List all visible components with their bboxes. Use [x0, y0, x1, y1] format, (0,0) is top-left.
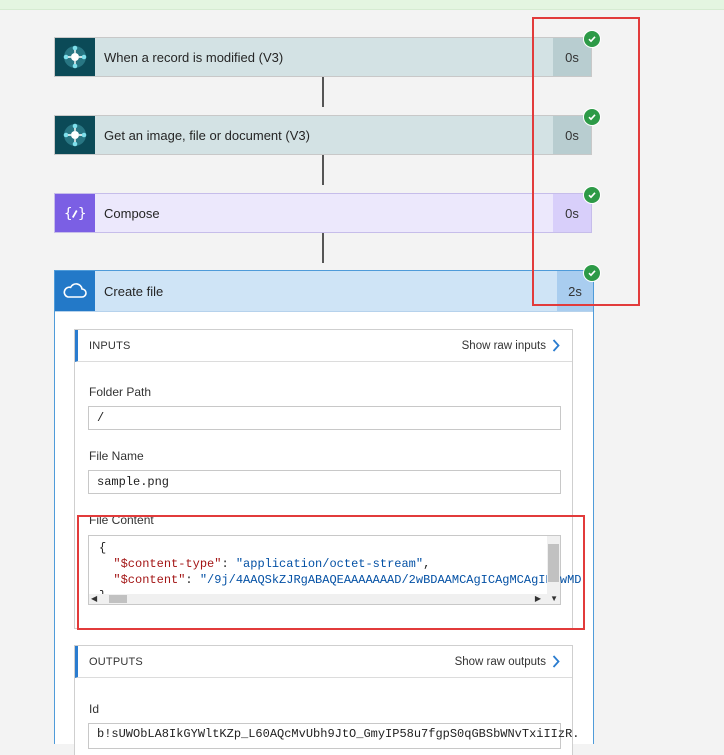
id-value: b!sUWObLA8IkGYWltKZp_L60AQcMvUbh9JtO_Gmy…: [97, 727, 580, 741]
show-raw-outputs-link[interactable]: Show raw outputs: [455, 655, 560, 668]
scroll-down-icon[interactable]: ▼: [550, 594, 558, 603]
dataverse-icon: [55, 116, 95, 154]
file-content-code: { "$content-type": "application/octet-st…: [99, 540, 582, 604]
step-compose[interactable]: { } Compose 0s: [54, 193, 592, 233]
flow-arrow-icon: [316, 77, 330, 114]
id-field[interactable]: b!sUWObLA8IkGYWltKZp_L60AQcMvUbh9JtO_Gmy…: [88, 723, 579, 749]
step-duration: 0s: [553, 116, 591, 154]
file-name-label: File Name: [89, 449, 144, 463]
chevron-right-icon: [552, 339, 560, 352]
step-title: Compose: [104, 205, 160, 221]
step-when-record-modified[interactable]: When a record is modified (V3) 0s: [54, 37, 592, 77]
flow-arrow-icon: [316, 233, 330, 270]
success-check-icon: [583, 264, 601, 282]
code-comma: ,: [423, 557, 431, 571]
folder-path-field[interactable]: /: [88, 406, 561, 430]
svg-text:}: }: [78, 206, 86, 222]
show-raw-outputs-label: Show raw outputs: [454, 655, 546, 668]
step-get-image-file[interactable]: Get an image, file or document (V3) 0s: [54, 115, 592, 155]
inputs-header: INPUTS Show raw inputs: [75, 330, 572, 362]
step-title: When a record is modified (V3): [104, 49, 284, 65]
horizontal-scrollbar[interactable]: ◀ ▶: [89, 594, 547, 604]
code-open-brace: {: [99, 541, 107, 555]
success-check-icon: [583, 30, 601, 48]
scroll-left-icon[interactable]: ◀: [91, 594, 98, 603]
success-check-icon: [583, 108, 601, 126]
outputs-section: OUTPUTS Show raw outputs Id b!sUWObLA8Ik…: [74, 645, 579, 755]
folder-path-label: Folder Path: [89, 385, 152, 399]
show-raw-inputs-link[interactable]: Show raw inputs: [462, 339, 560, 352]
outputs-header: OUTPUTS Show raw outputs: [75, 646, 572, 678]
highlight-box-file-content: [77, 515, 585, 630]
code-value: "application/octet-stream": [235, 557, 424, 571]
step-title: Create file: [104, 283, 164, 299]
inputs-title: INPUTS: [89, 339, 131, 352]
success-check-icon: [583, 186, 601, 204]
show-raw-inputs-label: Show raw inputs: [461, 339, 546, 352]
create-file-header[interactable]: Create file 2s: [55, 271, 593, 312]
top-status-bar: [0, 0, 724, 10]
scroll-right-icon[interactable]: ▶: [534, 594, 541, 603]
code-key: "$content": [113, 573, 186, 587]
svg-text:{: {: [64, 206, 72, 222]
vertical-scrollbar[interactable]: [547, 536, 560, 604]
file-name-field[interactable]: sample.png: [88, 470, 561, 494]
compose-icon: { }: [55, 194, 95, 232]
dataverse-icon: [55, 38, 95, 76]
step-create-file: Create file 2s INPUTS Show raw inputs Fo…: [54, 270, 594, 755]
file-content-field[interactable]: { "$content-type": "application/octet-st…: [88, 535, 582, 605]
code-value: "/9j/4AAQSkZJRgABAQEAAAAAAAD/2wBDAAMCAgI…: [199, 573, 582, 587]
highlight-box-durations: [532, 17, 640, 306]
id-label: Id: [89, 702, 100, 716]
chevron-right-icon: [552, 655, 560, 668]
outputs-title: OUTPUTS: [89, 655, 143, 668]
step-title: Get an image, file or document (V3): [104, 127, 310, 143]
code-key: "$content-type": [113, 557, 222, 571]
onedrive-cloud-icon: [55, 271, 95, 311]
flow-arrow-icon: [316, 155, 330, 192]
